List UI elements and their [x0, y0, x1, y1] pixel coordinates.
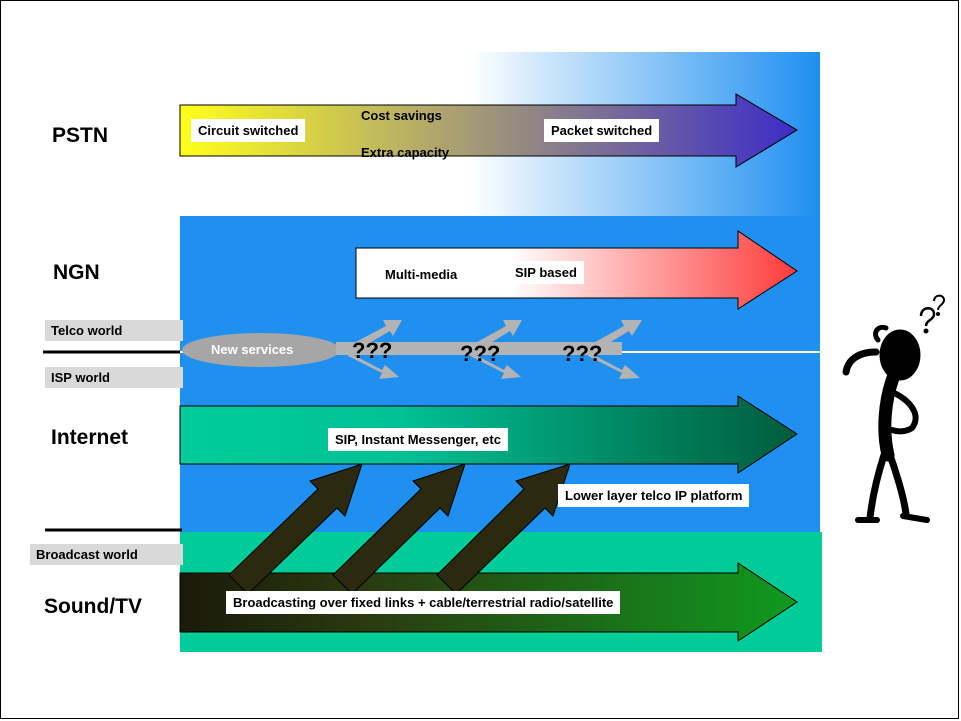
new-services-label: New services [211, 342, 294, 357]
thinking-figure-icon [842, 294, 946, 523]
question-marks-3: ??? [562, 341, 603, 366]
branch-arrow-3a [588, 320, 642, 352]
broadcast-label: Broadcasting over fixed links + cable/te… [226, 591, 621, 614]
pstn-extra-capacity: Extra capacity [361, 145, 450, 160]
row-label-ngn: NGN [53, 261, 100, 284]
pstn-arrow [179, 93, 798, 168]
branch-arrow-2a [470, 320, 522, 352]
pstn-cost-savings: Cost savings [361, 108, 442, 123]
tag-broadcast-world: Broadcast world [30, 544, 183, 565]
pstn-circuit-switched: Circuit switched [191, 119, 306, 142]
upward-arrow-2 [332, 463, 466, 595]
internet-sip-label: SIP, Instant Messenger, etc [328, 428, 508, 451]
pstn-packet-switched: Packet switched [544, 119, 660, 142]
upward-arrows [228, 463, 571, 595]
branch-arrow-1a [348, 320, 402, 352]
branch-arrow-1b [348, 352, 399, 379]
tag-telco-world: Telco world [45, 320, 183, 341]
row-label-sound-tv: Sound/TV [44, 595, 142, 618]
upward-arrow-1 [228, 463, 363, 595]
question-marks-2: ??? [460, 341, 501, 366]
tag-isp-world: ISP world [45, 367, 183, 388]
question-arrows [336, 320, 642, 379]
row-label-pstn: PSTN [52, 124, 109, 147]
branch-arrow-2b [470, 352, 521, 379]
question-marks-1: ??? [352, 338, 393, 363]
new-services-ellipse [182, 333, 340, 367]
ngn-sip-based: SIP based [508, 261, 584, 284]
ngn-multimedia: Multi-media [385, 267, 458, 282]
row-label-internet: Internet [51, 426, 129, 449]
lower-layer-label: Lower layer telco IP platform [558, 484, 750, 507]
branch-arrow-3b [588, 352, 640, 379]
